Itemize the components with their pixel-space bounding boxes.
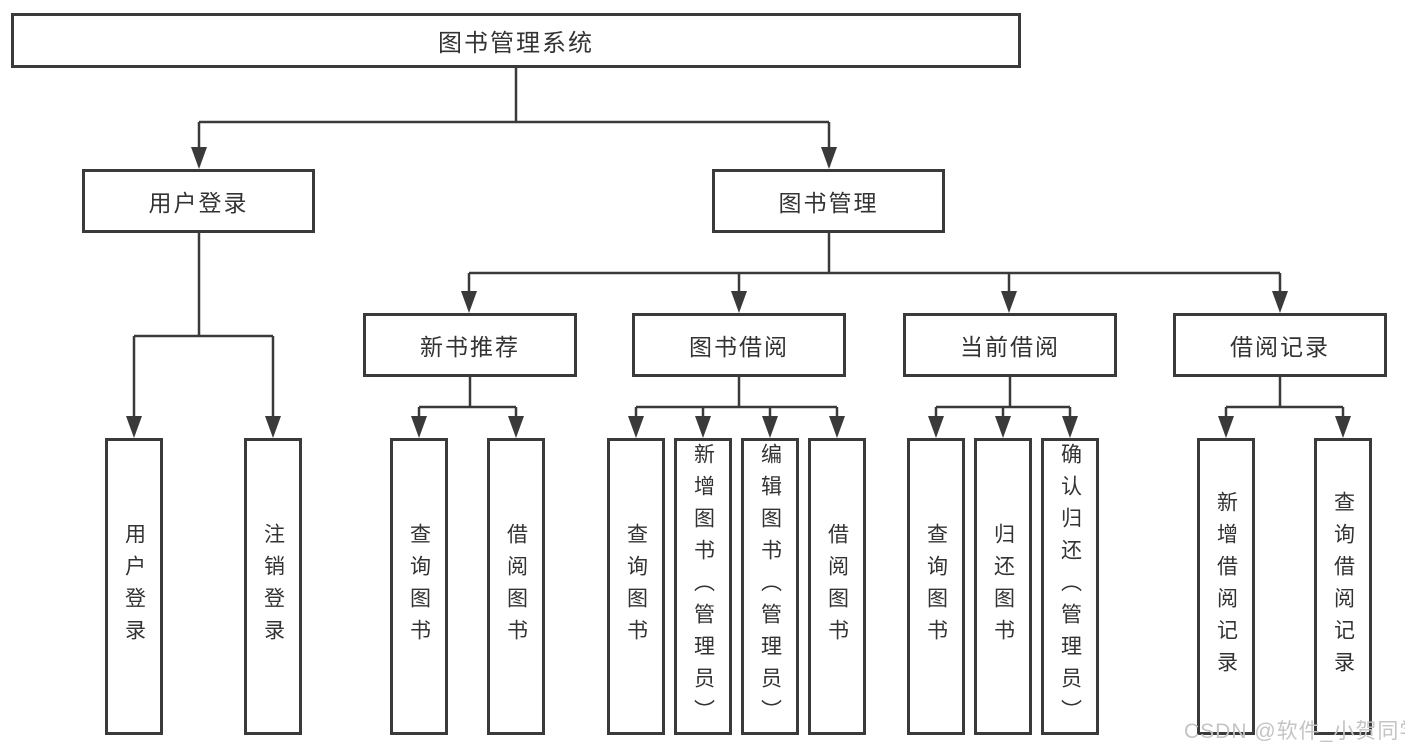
leaf-label: 注销登录 [261, 522, 285, 651]
csdn-watermark: CSDN @软件_小贺同学 [1184, 720, 1405, 743]
leaf-label: 借阅图书 [504, 522, 528, 651]
leaf-label: 确认归还（管理员） [1058, 442, 1082, 731]
leaf-add-borrow-record: 新增借阅记录 [1197, 438, 1255, 735]
node-label: 新书推荐 [420, 334, 520, 360]
node-label: 当前借阅 [960, 334, 1060, 360]
leaf-label: 归还图书 [991, 522, 1015, 651]
leaf-return-books: 归还图书 [974, 438, 1032, 735]
node-label: 图书管理系统 [438, 30, 594, 57]
leaf-logout: 注销登录 [244, 438, 302, 735]
leaf-query-borrow-record: 查询借阅记录 [1314, 438, 1372, 735]
node-book-borrow: 图书借阅 [632, 313, 846, 377]
leaf-user-login: 用户登录 [105, 438, 163, 735]
node-label: 借阅记录 [1230, 334, 1330, 360]
leaf-label: 借阅图书 [825, 522, 849, 651]
leaf-label: 用户登录 [122, 522, 146, 651]
leaf-borrow-books: 借阅图书 [808, 438, 866, 735]
leaf-borrow-books-recommend: 借阅图书 [487, 438, 545, 735]
leaf-label: 编辑图书（管理员） [758, 442, 782, 731]
node-current-borrow: 当前借阅 [903, 313, 1117, 377]
leaf-label: 查询图书 [924, 522, 948, 651]
node-new-book-recommend: 新书推荐 [363, 313, 577, 377]
leaf-label: 查询图书 [624, 522, 648, 651]
leaf-query-books-recommend: 查询图书 [390, 438, 448, 735]
node-borrow-records: 借阅记录 [1173, 313, 1387, 377]
leaf-label: 查询借阅记录 [1331, 490, 1355, 683]
leaf-query-books-current: 查询图书 [907, 438, 965, 735]
leaf-query-books-borrow: 查询图书 [607, 438, 665, 735]
leaf-edit-books-admin: 编辑图书（管理员） [741, 438, 799, 735]
leaf-add-books-admin: 新增图书（管理员） [674, 438, 732, 735]
node-library-management-system: 图书管理系统 [11, 13, 1021, 68]
node-user-login: 用户登录 [82, 169, 315, 233]
node-label: 图书借阅 [689, 334, 789, 360]
leaf-confirm-return-admin: 确认归还（管理员） [1041, 438, 1099, 735]
leaf-label: 新增图书（管理员） [691, 442, 715, 731]
node-label: 图书管理 [778, 190, 879, 216]
node-book-management: 图书管理 [712, 169, 945, 233]
node-label: 用户登录 [148, 190, 249, 216]
leaf-label: 查询图书 [407, 522, 431, 651]
leaf-label: 新增借阅记录 [1214, 490, 1238, 683]
